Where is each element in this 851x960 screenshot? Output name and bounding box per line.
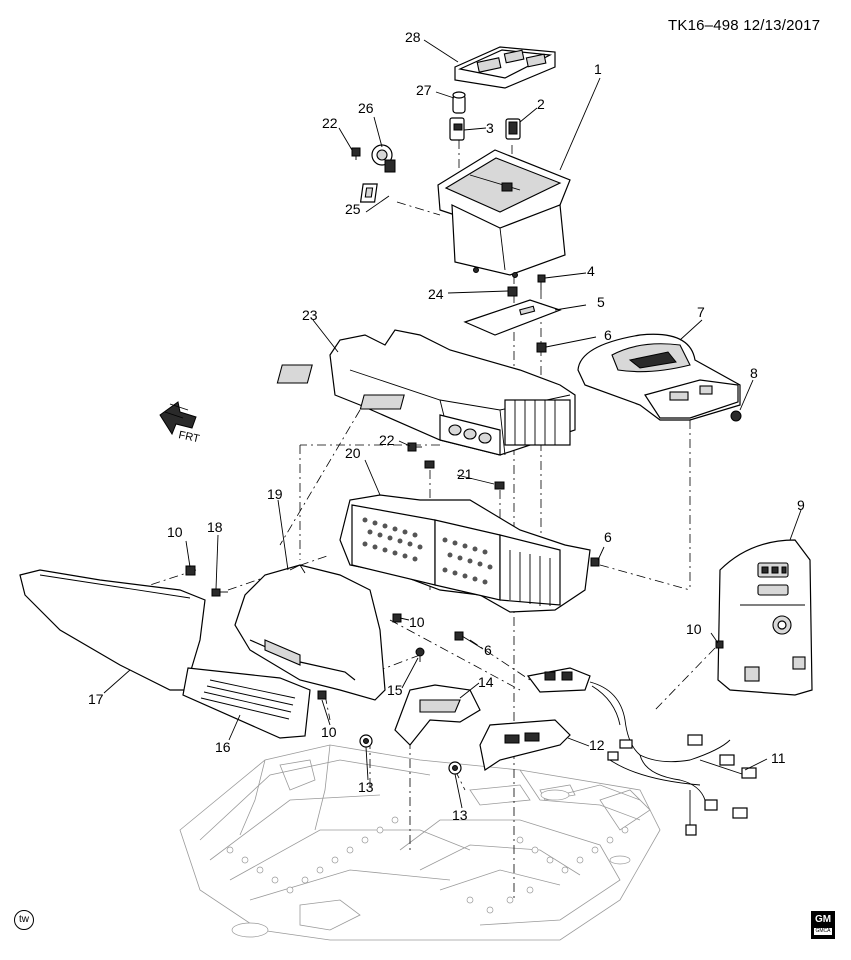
part-15-screw (415, 647, 425, 662)
part-8-screw (730, 410, 742, 422)
part-16-trim-panel (182, 667, 311, 739)
callout-6-lower: 6 (484, 642, 492, 658)
callout-10-lower: 10 (321, 724, 337, 740)
callout-22-mid: 22 (379, 432, 395, 448)
part-17-side-panel (19, 569, 206, 691)
callout-20: 20 (345, 445, 361, 461)
part-13-nut-right (448, 761, 462, 775)
hex-pattern (362, 517, 493, 585)
diagram-id-and-date: TK16–498 12/13/2017 (668, 17, 821, 34)
part-3-socket (449, 117, 465, 141)
callout-2: 2 (537, 96, 545, 112)
callout-16: 16 (215, 739, 231, 755)
callout-22-top: 22 (322, 115, 338, 131)
callout-19: 19 (267, 486, 283, 502)
front-direction-arrow: FRT (159, 401, 201, 445)
callout-23: 23 (302, 307, 318, 323)
callout-9: 9 (797, 497, 805, 513)
callout-4: 4 (587, 263, 595, 279)
callout-10-right: 10 (686, 621, 702, 637)
gm-logo-text: GM (814, 914, 832, 925)
part-2-switch (505, 118, 521, 140)
part-10-clip-mid (392, 613, 402, 623)
callout-1: 1 (594, 61, 602, 77)
callout-21: 21 (457, 466, 473, 482)
gm-logo-subtext: GMCA (814, 928, 832, 935)
callout-8: 8 (750, 365, 758, 381)
part-28-tray (454, 46, 556, 89)
callout-12: 12 (589, 737, 605, 753)
callout-25: 25 (345, 201, 361, 217)
callout-26: 26 (358, 100, 374, 116)
part-10-clip-lower (317, 690, 327, 700)
callout-17: 17 (88, 691, 104, 707)
frt-label: FRT (177, 429, 200, 445)
part-6-nut-right (590, 557, 600, 567)
callout-18: 18 (207, 519, 223, 535)
callout-numbers: 1 2 3 4 5 6 7 8 9 6 10 11 12 14 6 15 10 … (88, 29, 805, 823)
part-25-clip (359, 183, 378, 203)
callout-27: 27 (416, 82, 432, 98)
callout-24: 24 (428, 286, 444, 302)
part-21-screw-right (494, 481, 505, 490)
part-18-screw (211, 588, 228, 597)
part-5-plate (463, 299, 562, 336)
part-4-screw (537, 274, 546, 290)
callout-28: 28 (405, 29, 421, 45)
part-22-screw-mid (407, 442, 422, 452)
callout-13-right: 13 (452, 807, 468, 823)
part-24-clip (507, 286, 518, 297)
callout-3: 3 (486, 120, 494, 136)
part-20-lower-frame (339, 494, 591, 613)
part-27-plug (452, 91, 466, 114)
callout-10-left: 10 (167, 524, 183, 540)
part-7-armrest-lid (577, 333, 741, 421)
part-14-bracket (394, 684, 481, 746)
callout-11: 11 (771, 750, 786, 766)
gm-logo: GM GMCA (811, 911, 835, 939)
callout-7: 7 (697, 304, 705, 320)
callout-6-top: 6 (604, 327, 612, 343)
part-19-front-bracket (234, 564, 386, 701)
part-6-nut-top (536, 342, 547, 353)
callout-6-mid: 6 (604, 529, 612, 545)
tw-symbol: tw (14, 910, 34, 930)
part-23-console-frame (276, 329, 576, 456)
callout-5: 5 (597, 294, 605, 310)
part-22-screw-top (351, 147, 361, 160)
part-10-clip-right (715, 640, 724, 649)
part-1-storage-bin (437, 149, 571, 278)
callout-leaders (103, 39, 802, 809)
callout-10-mid: 10 (409, 614, 425, 630)
callout-15: 15 (387, 682, 403, 698)
part-6-nut-lower (454, 631, 464, 641)
part-12-bracket (479, 719, 571, 771)
part-26-lamp (371, 144, 396, 173)
floor-pan (179, 744, 661, 941)
part-11-wiring-harness (526, 667, 757, 836)
part-9-rear-panel (717, 539, 813, 696)
callout-14: 14 (478, 674, 494, 690)
part-10-clip-left (185, 565, 196, 576)
callout-13-left: 13 (358, 779, 374, 795)
part-13-nut-left (359, 734, 373, 748)
part-21-screw-left (424, 460, 435, 469)
